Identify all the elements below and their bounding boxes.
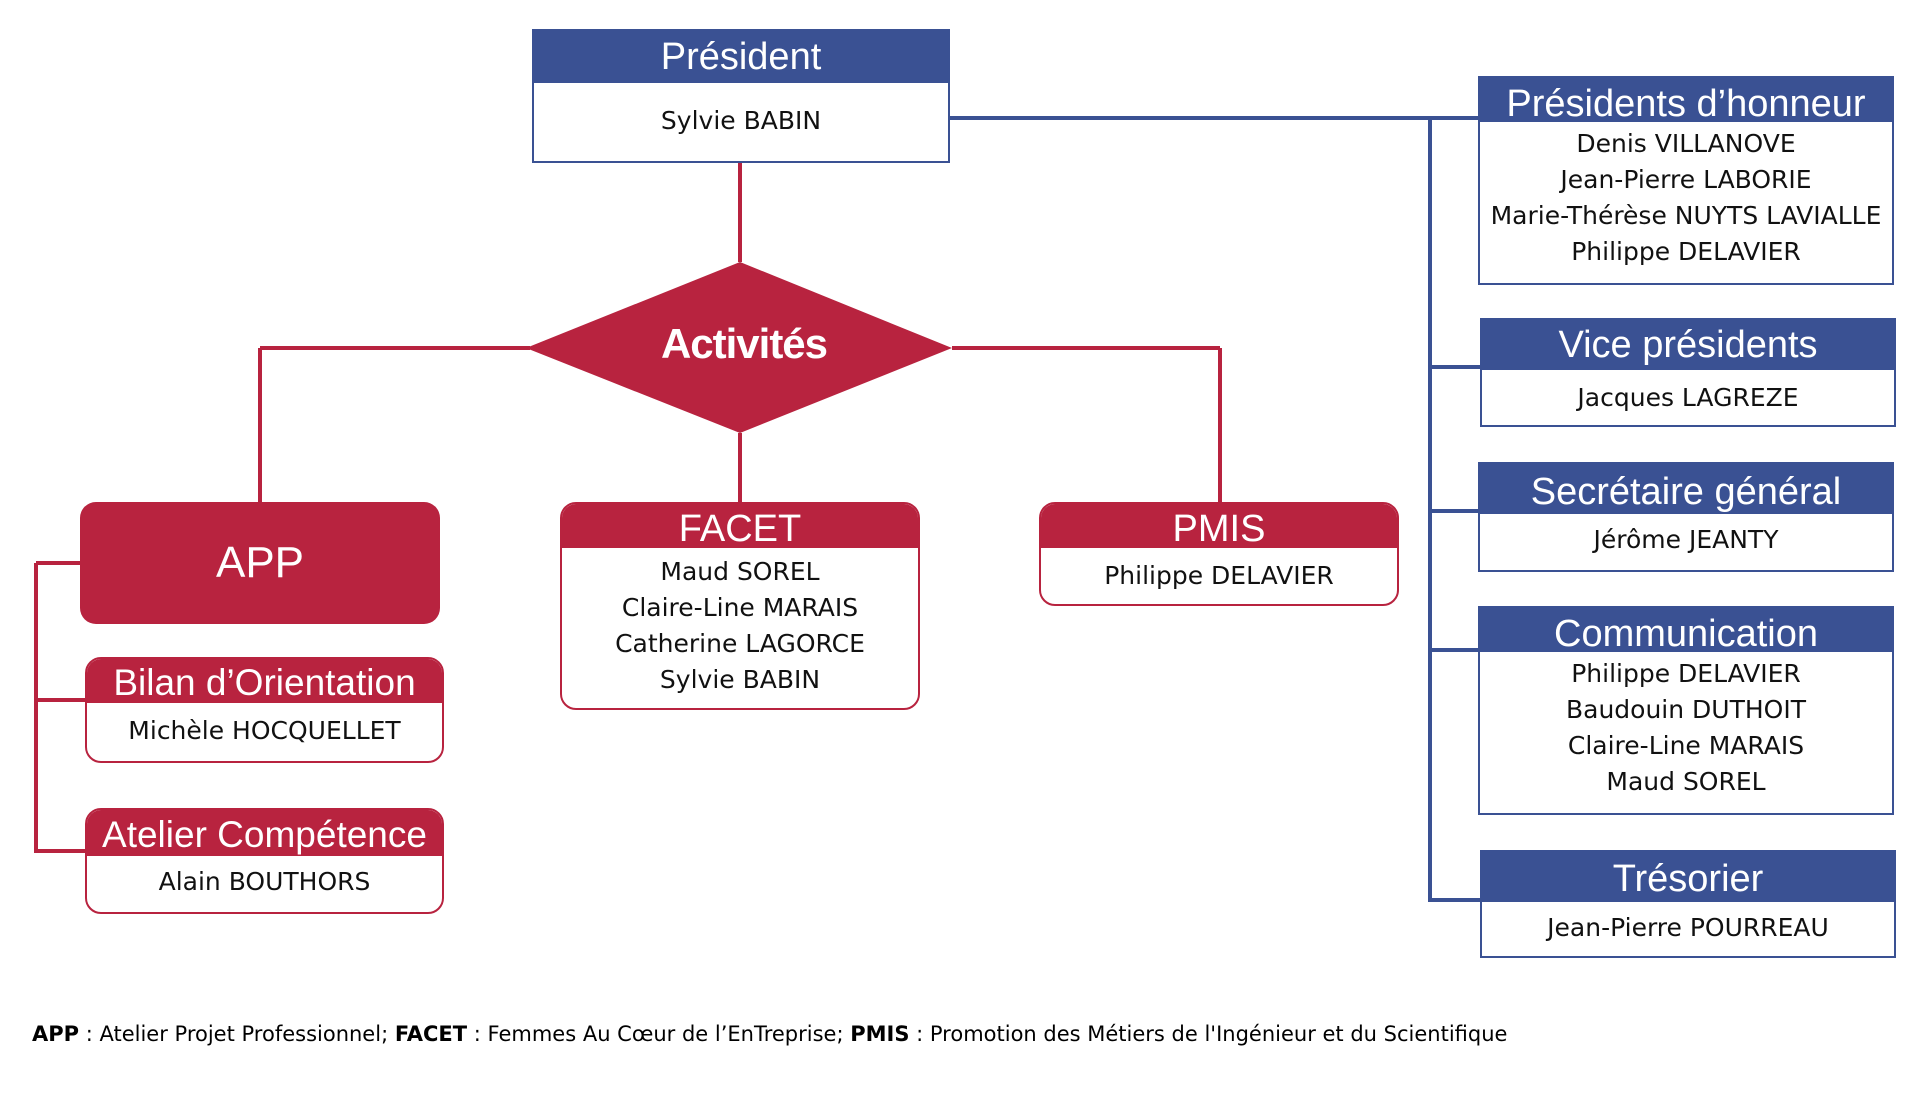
person-name: Jean-Pierre POURREAU xyxy=(1547,913,1829,942)
person-name: Philippe DELAVIER xyxy=(1571,237,1801,266)
legend-app-abbr: APP xyxy=(32,1022,80,1046)
president-names: Sylvie BABIN xyxy=(534,83,948,139)
person-name: Jean-Pierre LABORIE xyxy=(1560,165,1812,194)
abbreviation-legend: APP : Atelier Projet Professionnel; FACE… xyxy=(32,1022,1507,1046)
presidents-honneur-box: Présidents d’honneur Denis VILLANOVE Jea… xyxy=(1478,76,1894,285)
person-name: Denis VILLANOVE xyxy=(1576,129,1796,158)
presidents-honneur-title: Présidents d’honneur xyxy=(1480,78,1892,125)
person-name: Maud SOREL xyxy=(660,557,820,586)
person-name: Alain BOUTHORS xyxy=(158,867,371,896)
legend-pmis-abbr: PMIS xyxy=(850,1022,910,1046)
person-name: Philippe DELAVIER xyxy=(1104,561,1334,590)
president-title: Président xyxy=(534,31,948,83)
facet-box: FACET Maud SOREL Claire-Line MARAIS Cath… xyxy=(560,502,920,710)
facet-names: Maud SOREL Claire-Line MARAIS Catherine … xyxy=(562,548,918,698)
legend-pmis-text: : Promotion des Métiers de l'Ingénieur e… xyxy=(909,1022,1508,1046)
activites-diamond xyxy=(526,262,952,433)
atelier-box: Atelier Compétence Alain BOUTHORS xyxy=(85,808,444,914)
secretaire-box: Secrétaire général Jérôme JEANTY xyxy=(1478,462,1894,572)
person-name: Catherine LAGORCE xyxy=(615,629,865,658)
person-name: Claire-Line MARAIS xyxy=(1567,731,1805,760)
person-name: Sylvie BABIN xyxy=(659,665,821,694)
legend-facet-abbr: FACET xyxy=(394,1022,468,1046)
activites-label: Activités xyxy=(660,320,828,367)
bilan-names: Michèle HOCQUELLET xyxy=(87,703,442,749)
vice-presidents-names: Jacques LAGREZE xyxy=(1482,370,1894,416)
atelier-title: Atelier Compétence xyxy=(87,810,442,856)
bilan-title: Bilan d’Orientation xyxy=(87,659,442,703)
president-box: Président Sylvie BABIN xyxy=(532,29,950,163)
person-name: Sylvie BABIN xyxy=(660,106,822,135)
person-name: Jacques LAGREZE xyxy=(1577,383,1799,412)
person-name: Marie-Thérèse NUYTS LAVIALLE xyxy=(1490,201,1882,230)
secretaire-names: Jérôme JEANTY xyxy=(1480,514,1892,558)
vice-presidents-box: Vice présidents Jacques LAGREZE xyxy=(1480,318,1896,427)
presidents-honneur-names: Denis VILLANOVE Jean-Pierre LABORIE Mari… xyxy=(1480,122,1892,270)
legend-facet-text: : Femmes Au Cœur de l’EnTreprise; xyxy=(467,1022,851,1046)
communication-title: Communication xyxy=(1480,608,1892,655)
tresorier-box: Trésorier Jean-Pierre POURREAU xyxy=(1480,850,1896,958)
bilan-box: Bilan d’Orientation Michèle HOCQUELLET xyxy=(85,657,444,763)
communication-names: Philippe DELAVIER Baudouin DUTHOIT Clair… xyxy=(1480,652,1892,800)
person-name: Baudouin DUTHOIT xyxy=(1565,695,1806,724)
legend-app-text: : Atelier Projet Professionnel; xyxy=(79,1022,395,1046)
person-name: Philippe DELAVIER xyxy=(1571,659,1801,688)
pmis-box: PMIS Philippe DELAVIER xyxy=(1039,502,1399,606)
app-box: APP xyxy=(80,502,440,624)
person-name: Michèle HOCQUELLET xyxy=(128,716,401,745)
atelier-names: Alain BOUTHORS xyxy=(87,856,442,900)
facet-title: FACET xyxy=(562,504,918,550)
pmis-names: Philippe DELAVIER xyxy=(1041,548,1397,594)
person-name: Claire-Line MARAIS xyxy=(621,593,859,622)
vice-presidents-title: Vice présidents xyxy=(1482,320,1894,370)
person-name: Jérôme JEANTY xyxy=(1593,525,1779,554)
person-name: Maud SOREL xyxy=(1606,767,1766,796)
pmis-title: PMIS xyxy=(1041,504,1397,550)
secretaire-title: Secrétaire général xyxy=(1480,464,1892,514)
tresorier-names: Jean-Pierre POURREAU xyxy=(1482,902,1894,946)
tresorier-title: Trésorier xyxy=(1482,852,1894,902)
communication-box: Communication Philippe DELAVIER Baudouin… xyxy=(1478,606,1894,815)
